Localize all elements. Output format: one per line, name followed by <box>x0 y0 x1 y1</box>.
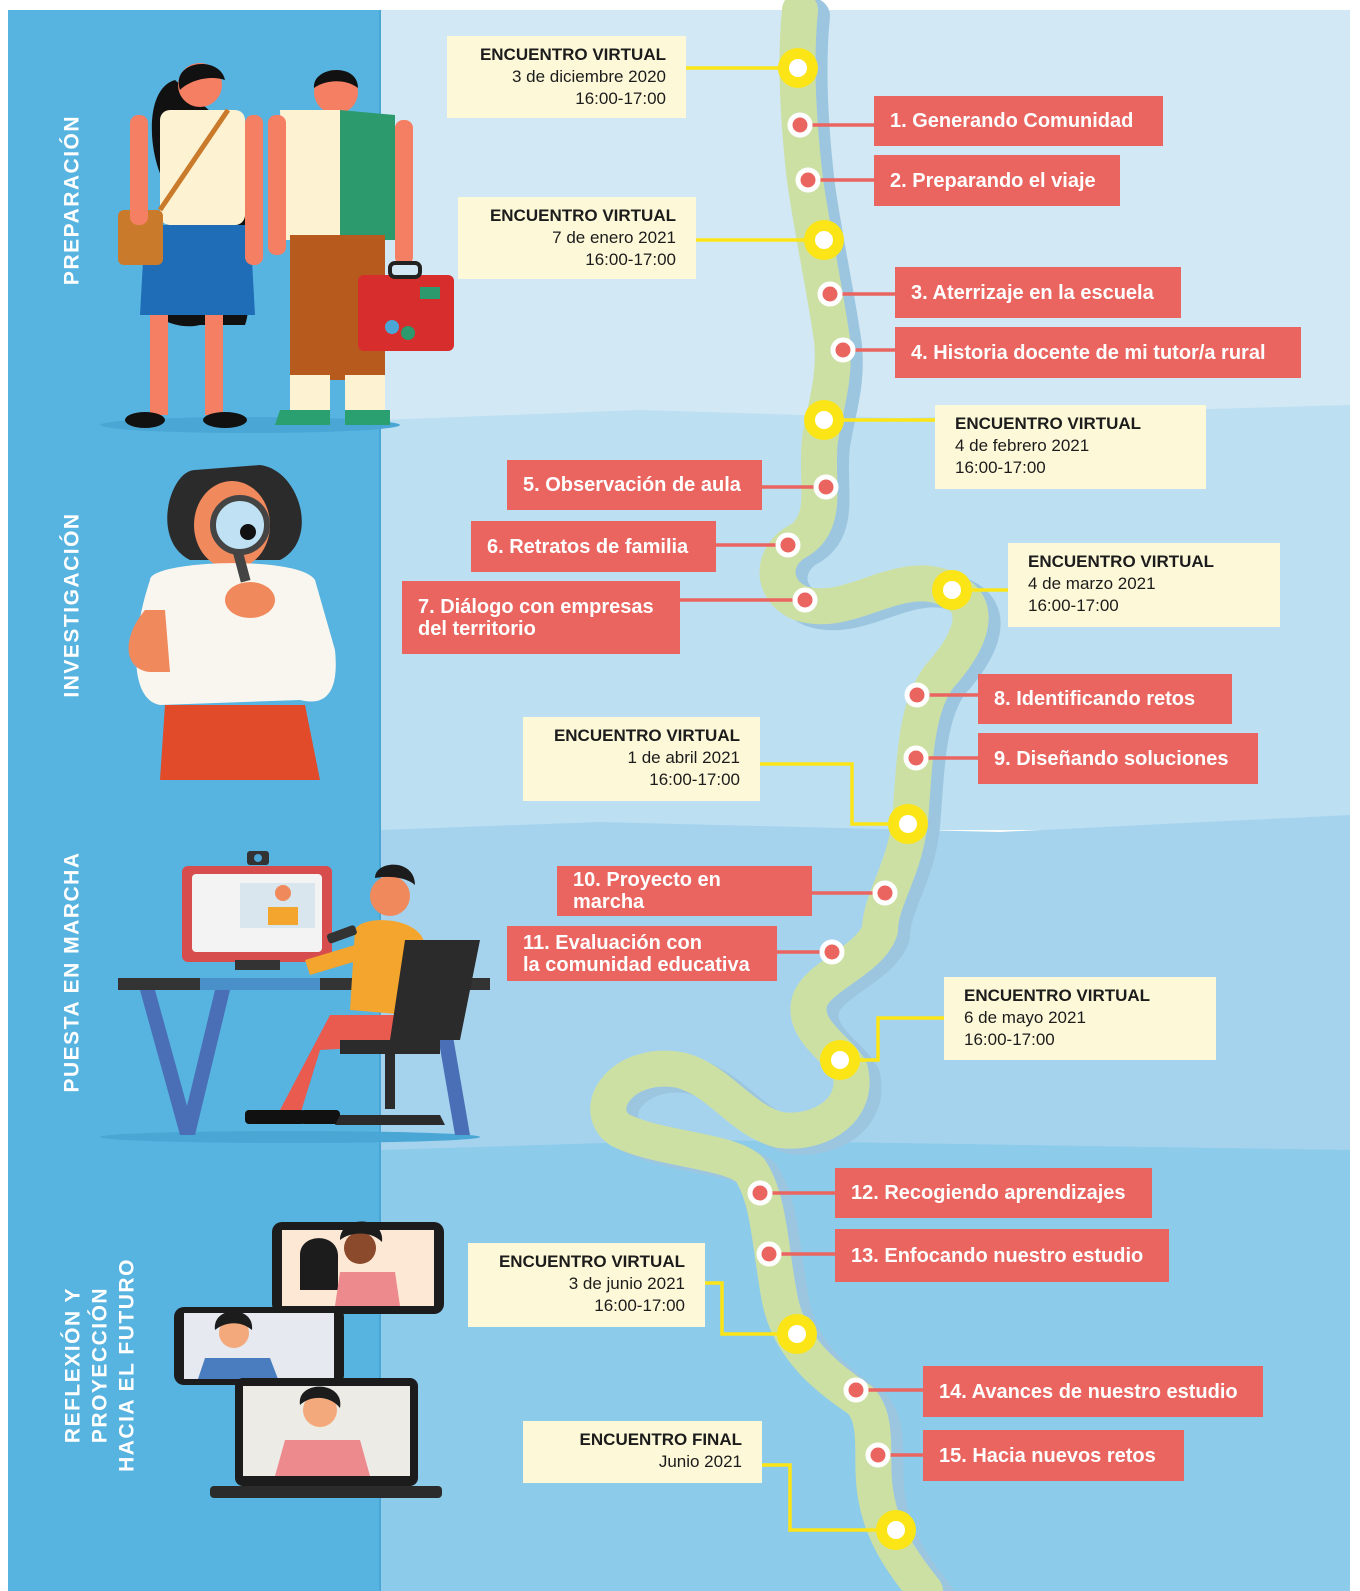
computer-worker-illustration <box>100 851 490 1143</box>
step-dot-12 <box>747 1180 773 1206</box>
step-12: 12. Recogiendo aprendizajes <box>835 1168 1152 1218</box>
meeting-date: 1 de abril 2021 <box>627 748 740 767</box>
meeting-time: 16:00-17:00 <box>964 1030 1055 1049</box>
meeting-box-1: ENCUENTRO VIRTUAL 3 de diciembre 2020 16… <box>447 36 686 118</box>
step-10: 10. Proyecto en marcha <box>557 866 812 916</box>
meeting-box-5: ENCUENTRO VIRTUAL 1 de abril 2021 16:00-… <box>523 717 760 801</box>
meeting-time: 16:00-17:00 <box>575 89 666 108</box>
meeting-title: ENCUENTRO VIRTUAL <box>489 206 676 225</box>
meeting-time: 16:00-17:00 <box>1028 596 1119 615</box>
step-4: 4. Historia docente de mi tutor/a rural <box>895 327 1301 378</box>
meeting-title: ENCUENTRO VIRTUAL <box>964 986 1151 1005</box>
step-dot-13 <box>756 1241 782 1267</box>
travellers-illustration <box>100 63 454 433</box>
meeting-box-2: ENCUENTRO VIRTUAL 7 de enero 2021 16:00-… <box>458 197 696 279</box>
meeting-time: 16:00-17:00 <box>585 250 676 269</box>
meeting-box-4: ENCUENTRO VIRTUAL 4 de marzo 2021 16:00-… <box>1008 543 1280 627</box>
step-14: 14. Avances de nuestro estudio <box>923 1366 1263 1417</box>
step-dot-1 <box>787 112 813 138</box>
meeting-time: 16:00-17:00 <box>594 1296 685 1315</box>
video-call-illustration <box>174 1221 444 1498</box>
meeting-box-6: ENCUENTRO VIRTUAL 6 de mayo 2021 16:00-1… <box>944 977 1216 1060</box>
step-dot-2 <box>795 167 821 193</box>
phase-label-investigacion: INVESTIGACIÓN <box>60 512 84 698</box>
step-6: 6. Retratos de familia <box>471 521 716 572</box>
step-dot-10 <box>872 880 898 906</box>
step-13: 13. Enfocando nuestro estudio <box>835 1229 1169 1282</box>
phase-label-preparacion: PREPARACIÓN <box>60 114 84 286</box>
step-dot-3 <box>817 281 843 307</box>
step-1: 1. Generando Comunidad <box>874 96 1163 146</box>
meeting-box-7: ENCUENTRO VIRTUAL 3 de junio 2021 16:00-… <box>468 1243 705 1327</box>
step-9: 9. Diseñando soluciones <box>978 733 1258 784</box>
phase-label-reflexion: REFLEXIÓN Y PROYECCIÓN HACIA EL FUTURO <box>61 1258 139 1472</box>
step-7: 7. Diálogo con empresas del territorio <box>402 581 680 654</box>
meeting-date: 3 de diciembre 2020 <box>511 67 666 86</box>
meeting-title: ENCUENTRO VIRTUAL <box>553 726 740 745</box>
step-dot-4 <box>830 337 856 363</box>
step-dot-6 <box>775 532 801 558</box>
step-2: 2. Preparando el viaje <box>874 155 1120 206</box>
step-3: 3. Aterrizaje en la escuela <box>895 267 1181 318</box>
step-5: 5. Observación de aula <box>507 460 762 510</box>
step-dot-14 <box>843 1377 869 1403</box>
meeting-date: 6 de mayo 2021 <box>964 1008 1086 1027</box>
meeting-time: 16:00-17:00 <box>955 458 1046 477</box>
meeting-time: 16:00-17:00 <box>649 770 740 789</box>
meeting-date: Junio 2021 <box>658 1452 742 1471</box>
step-dot-11 <box>819 939 845 965</box>
step-dot-9 <box>903 745 929 771</box>
meeting-title: ENCUENTRO VIRTUAL <box>955 414 1142 433</box>
step-dots <box>747 112 930 1468</box>
step-dot-7 <box>792 587 818 613</box>
meeting-title: ENCUENTRO VIRTUAL <box>479 45 666 64</box>
meeting-title: ENCUENTRO FINAL <box>579 1430 742 1449</box>
phase-label-puesta: PUESTA EN MARCHA <box>60 851 84 1093</box>
step-8: 8. Identificando retos <box>978 674 1232 724</box>
meeting-date: 4 de marzo 2021 <box>1028 574 1156 593</box>
meeting-dots <box>777 48 972 1550</box>
meeting-title: ENCUENTRO VIRTUAL <box>1028 552 1215 571</box>
meeting-date: 4 de febrero 2021 <box>955 436 1090 455</box>
meeting-box-final: ENCUENTRO FINAL Junio 2021 <box>523 1421 762 1483</box>
step-dot-8 <box>904 682 930 708</box>
meeting-date: 7 de enero 2021 <box>552 228 676 247</box>
step-15: 15. Hacia nuevos retos <box>923 1430 1184 1481</box>
investigator-illustration <box>128 465 336 780</box>
meeting-date: 3 de junio 2021 <box>568 1274 685 1293</box>
meeting-box-3: ENCUENTRO VIRTUAL 4 de febrero 2021 16:0… <box>935 405 1206 489</box>
step-dot-15 <box>865 1442 891 1468</box>
step-dot-5 <box>813 474 839 500</box>
step-11: 11. Evaluación con la comunidad educativ… <box>507 926 777 981</box>
meeting-title: ENCUENTRO VIRTUAL <box>498 1252 685 1271</box>
